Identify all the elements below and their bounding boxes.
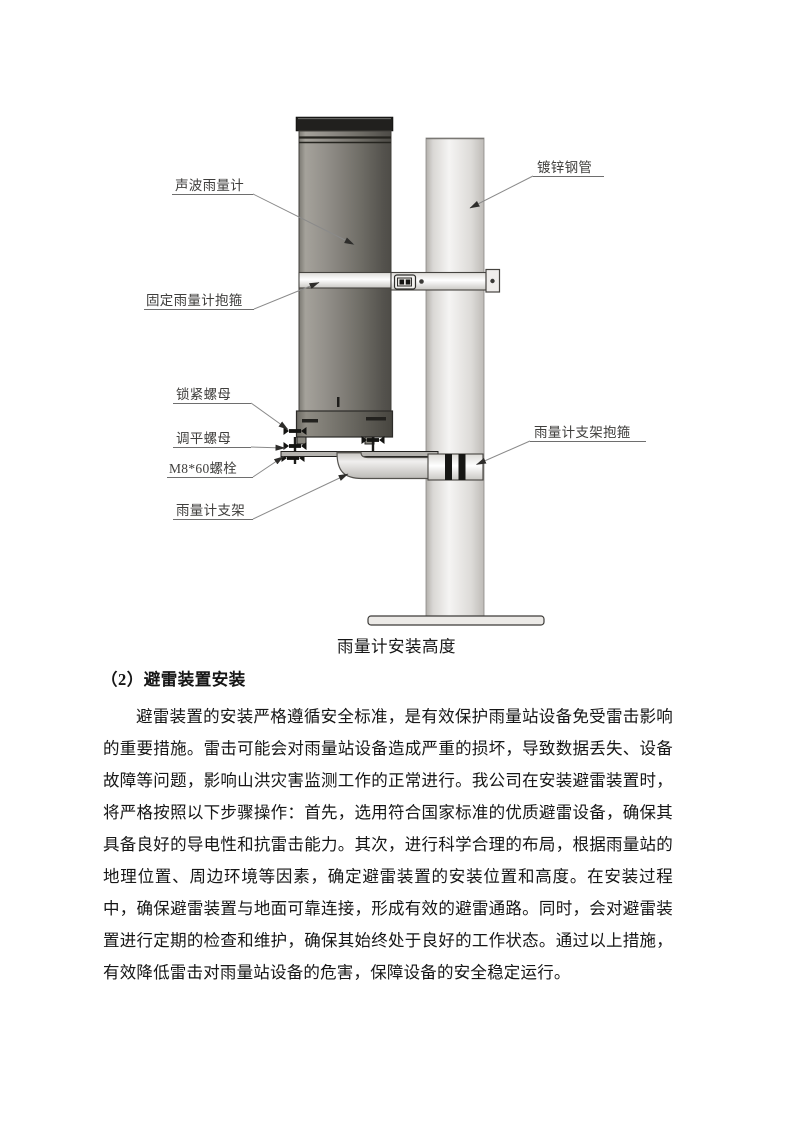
rain-gauge-installation-diagram: 声波雨量计 镀锌钢管 固定雨量计抱箍 锁紧螺母 调平螺母 M8*60螺栓 雨量计… (144, 116, 646, 626)
support-clamp-band (427, 453, 484, 481)
leveling-nut-label: 调平螺母 (176, 431, 231, 446)
leader-lines (250, 175, 534, 520)
label-underlines (144, 176, 646, 520)
acoustic-rain-gauge-label: 声波雨量计 (175, 178, 244, 193)
galvanized-steel-pipe-label: 镀锌钢管 (537, 159, 592, 175)
body-paragraph: 避雷装置的安装严格遵循安全标准，是有效保护雨量站设备免受雷击影响的重要措施。雷击… (103, 707, 673, 982)
clamp-bolt (419, 279, 424, 284)
rain-gauge-cylinder (295, 116, 394, 438)
gauge-bottom-drum (295, 410, 394, 438)
base-plate (367, 615, 545, 626)
mounting-pole (425, 137, 485, 619)
bracket-clamp-label: 雨量计支架抱箍 (534, 424, 631, 440)
figure-caption: 雨量计安装高度 (337, 637, 456, 656)
section-heading: （2）避雷装置安装 (101, 670, 246, 689)
rain-gauge-bracket-label: 雨量计支架 (176, 503, 245, 518)
lock-nut-label: 锁紧螺母 (176, 387, 231, 402)
fixing-clamp-band (298, 268, 501, 293)
m8-bolt-label: M8*60螺栓 (169, 461, 237, 476)
fixing-clamp-label: 固定雨量计抱箍 (146, 292, 243, 308)
